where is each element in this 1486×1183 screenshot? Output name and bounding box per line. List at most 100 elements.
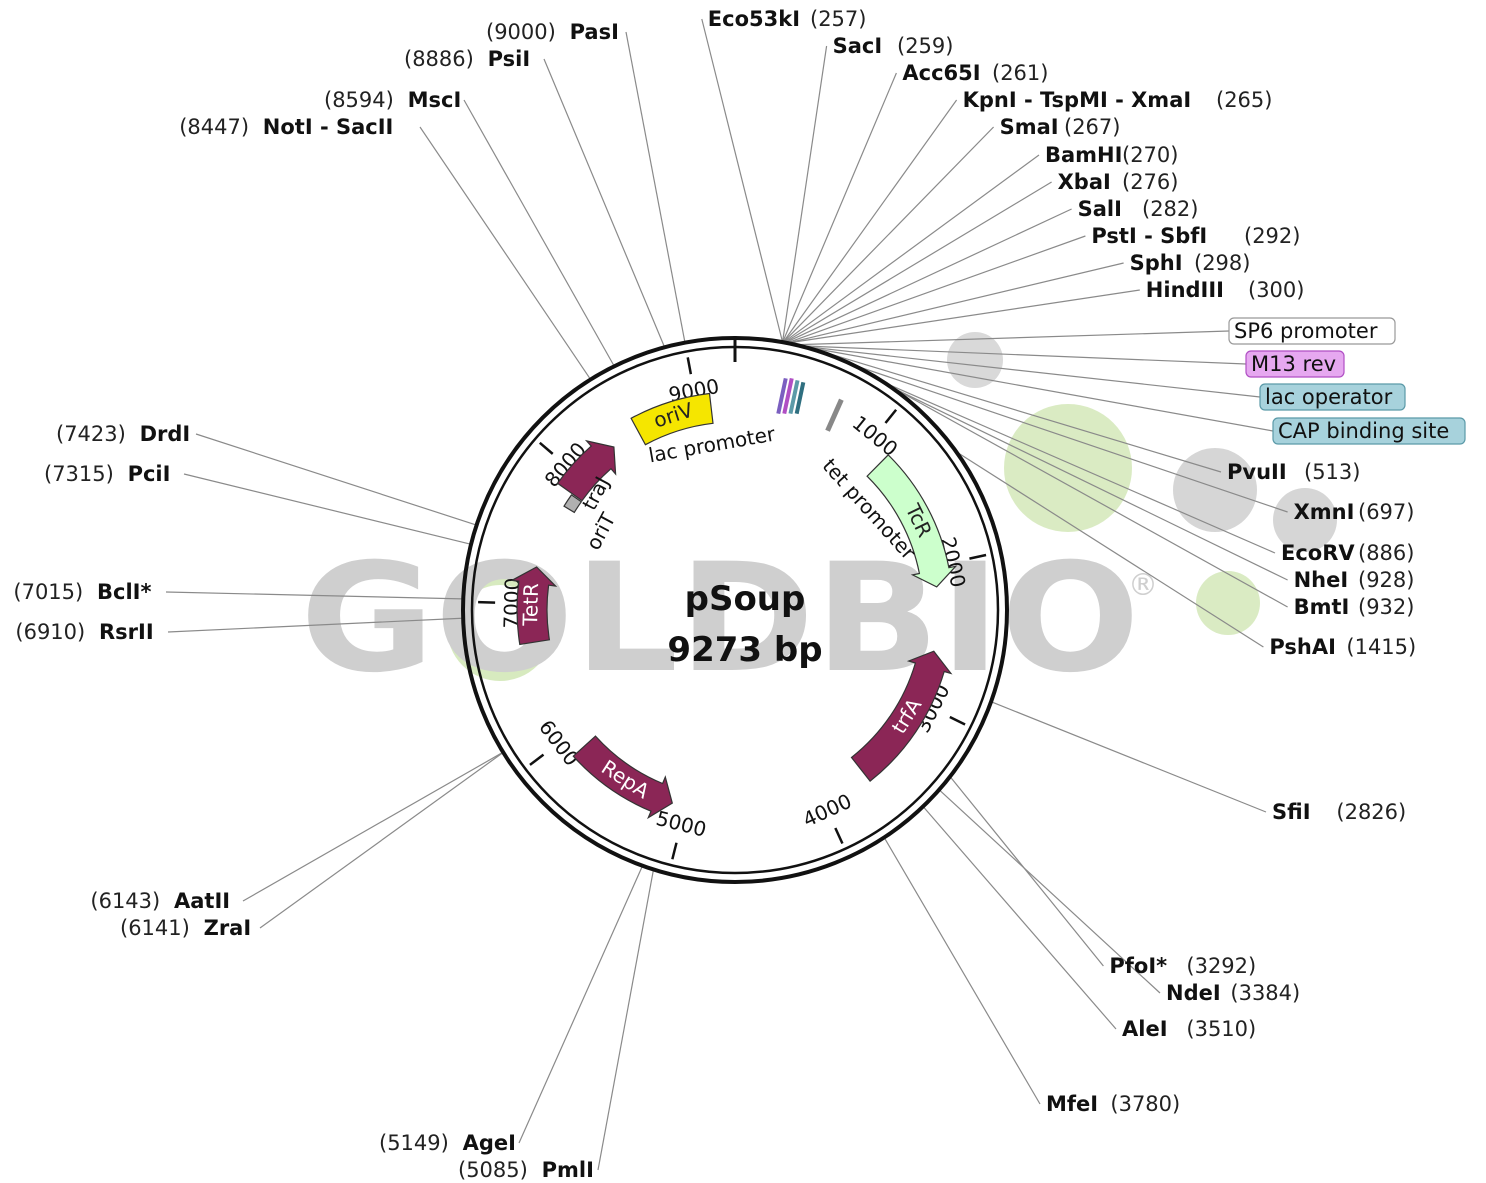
site-leader — [784, 154, 1040, 343]
site-xmni-position: (697) — [1358, 500, 1414, 524]
site-ndei-name: NdeI — [1166, 981, 1221, 1005]
site-leader — [463, 99, 615, 366]
site-ecorv-name: EcoRV — [1281, 541, 1355, 565]
site-msci-position: (8594) — [324, 88, 394, 112]
site-leader — [923, 806, 1117, 1030]
mcs-feature-stack — [776, 377, 844, 432]
watermark-blob — [947, 332, 1003, 388]
site-sali-name: SalI — [1078, 197, 1122, 221]
site-mfei-position: (3780) — [1110, 1092, 1180, 1116]
site-bamhi-name: BamHI — [1045, 143, 1122, 167]
tet-promoter-mark — [825, 398, 844, 432]
site-smai-name: SmaI — [1000, 115, 1059, 139]
site-drdi-position: (7423) — [56, 422, 126, 446]
boxed-m13-rev-label: M13 rev — [1251, 352, 1336, 376]
site-pasi-position: (9000) — [486, 20, 556, 44]
site-leader — [782, 72, 897, 342]
site-leader — [782, 45, 828, 342]
site-nhei-position: (928) — [1358, 568, 1414, 592]
boxed-lac-operator-box — [1259, 383, 1406, 411]
feature-tetr-label: TetR — [518, 583, 543, 628]
boxed-cap-binding-site-box — [1272, 417, 1466, 445]
site-leader — [858, 366, 1288, 513]
site-drdi-name: DrdI — [140, 422, 191, 446]
tick-mark — [834, 827, 844, 844]
site-xmni-name: XmnI — [1294, 500, 1355, 524]
site-pfoi-position: (3292) — [1186, 954, 1256, 978]
watermark-text: GOLDBIO — [300, 532, 1140, 706]
site-leader — [939, 790, 1161, 994]
feature-tcr-arrow — [866, 454, 958, 588]
site-leader — [165, 591, 463, 600]
feature-tetr-arrow — [510, 566, 558, 646]
watermark-blob — [1173, 448, 1257, 532]
site-sphi-position: (298) — [1194, 251, 1250, 275]
box-leader — [804, 345, 1247, 365]
site-eco53ki-name: Eco53kI — [708, 7, 800, 31]
site-smai-position: (267) — [1064, 115, 1120, 139]
site-ecorv-position: (886) — [1358, 541, 1414, 565]
site-leader — [884, 837, 1041, 1105]
site-agei-name: AgeI — [463, 1131, 516, 1155]
watermark-registered-mark: ® — [1128, 568, 1158, 603]
site-leader — [259, 752, 503, 929]
site-leader — [888, 384, 1276, 554]
site-saci-position: (259) — [897, 34, 953, 58]
box-leader — [808, 346, 1261, 398]
site-pmli-name: PmlI — [542, 1158, 594, 1182]
boxed-m13-rev-box — [1245, 350, 1345, 378]
site-pshai-position: (1415) — [1346, 635, 1416, 659]
boxed-sp6-promoter-box — [1228, 317, 1396, 345]
site-leader — [958, 452, 1264, 648]
mcs-bar — [776, 377, 788, 415]
site-pvuii-position: (513) — [1304, 460, 1360, 484]
tick-mark — [529, 753, 545, 766]
site-leader — [895, 389, 1288, 608]
site-eco53ki-position: (257) — [810, 7, 866, 31]
site-noti-sacii-position: (8447) — [179, 115, 249, 139]
site-leader — [783, 99, 958, 342]
site-pfoi-name: PfoI* — [1109, 954, 1167, 978]
site-leader — [625, 31, 686, 342]
site-pasi-name: PasI — [570, 20, 619, 44]
watermark-blob — [1004, 404, 1132, 532]
site-mfei-name: MfeI — [1046, 1092, 1098, 1116]
site-aatii-position: (6143) — [90, 889, 160, 913]
site-leader — [518, 866, 643, 1144]
feature-repa-arrow — [572, 735, 673, 820]
site-agei-position: (5149) — [379, 1131, 449, 1155]
site-psii-position: (8886) — [404, 47, 474, 71]
tick-mark — [949, 715, 966, 726]
site-leader — [183, 473, 471, 545]
site-leader — [597, 870, 654, 1171]
site-leader — [785, 181, 1052, 343]
site-noti-sacii-name: NotI - SacII — [263, 115, 394, 139]
site-hindiii-position: (300) — [1248, 278, 1304, 302]
site-bcli-name: BclI* — [97, 580, 151, 604]
restriction-site-labels: Eco53kI(257)SacI(259)Acc65I(261)KpnI - T… — [13, 7, 1416, 1182]
site-psti-sbfi-name: PstI - SbfI — [1091, 224, 1207, 248]
site-leader-lines — [165, 18, 1288, 1171]
site-aatii-name: AatII — [174, 889, 230, 913]
watermark-blob — [1273, 488, 1337, 552]
site-saci-name: SacI — [833, 34, 883, 58]
tick-mark — [969, 553, 987, 560]
site-leader — [543, 58, 665, 347]
site-leader — [786, 208, 1072, 343]
site-sfii-position: (2826) — [1336, 800, 1406, 824]
boxed-sp6-promoter-label: SP6 promoter — [1234, 319, 1378, 343]
site-zrai-name: ZraI — [204, 916, 252, 940]
mcs-bar — [794, 381, 806, 415]
site-nhei-name: NheI — [1294, 568, 1349, 592]
site-xbai-position: (276) — [1122, 170, 1178, 194]
boxed-lac-operator-label: lac operator — [1265, 385, 1393, 409]
feature-oriv-arrow — [630, 392, 714, 446]
site-leader — [419, 126, 591, 379]
tick-mark — [671, 842, 678, 860]
tick-mark — [538, 441, 554, 455]
site-rsrii-position: (6910) — [15, 620, 85, 644]
site-bcli-position: (7015) — [13, 580, 83, 604]
site-acc65i-name: Acc65I — [902, 61, 980, 85]
